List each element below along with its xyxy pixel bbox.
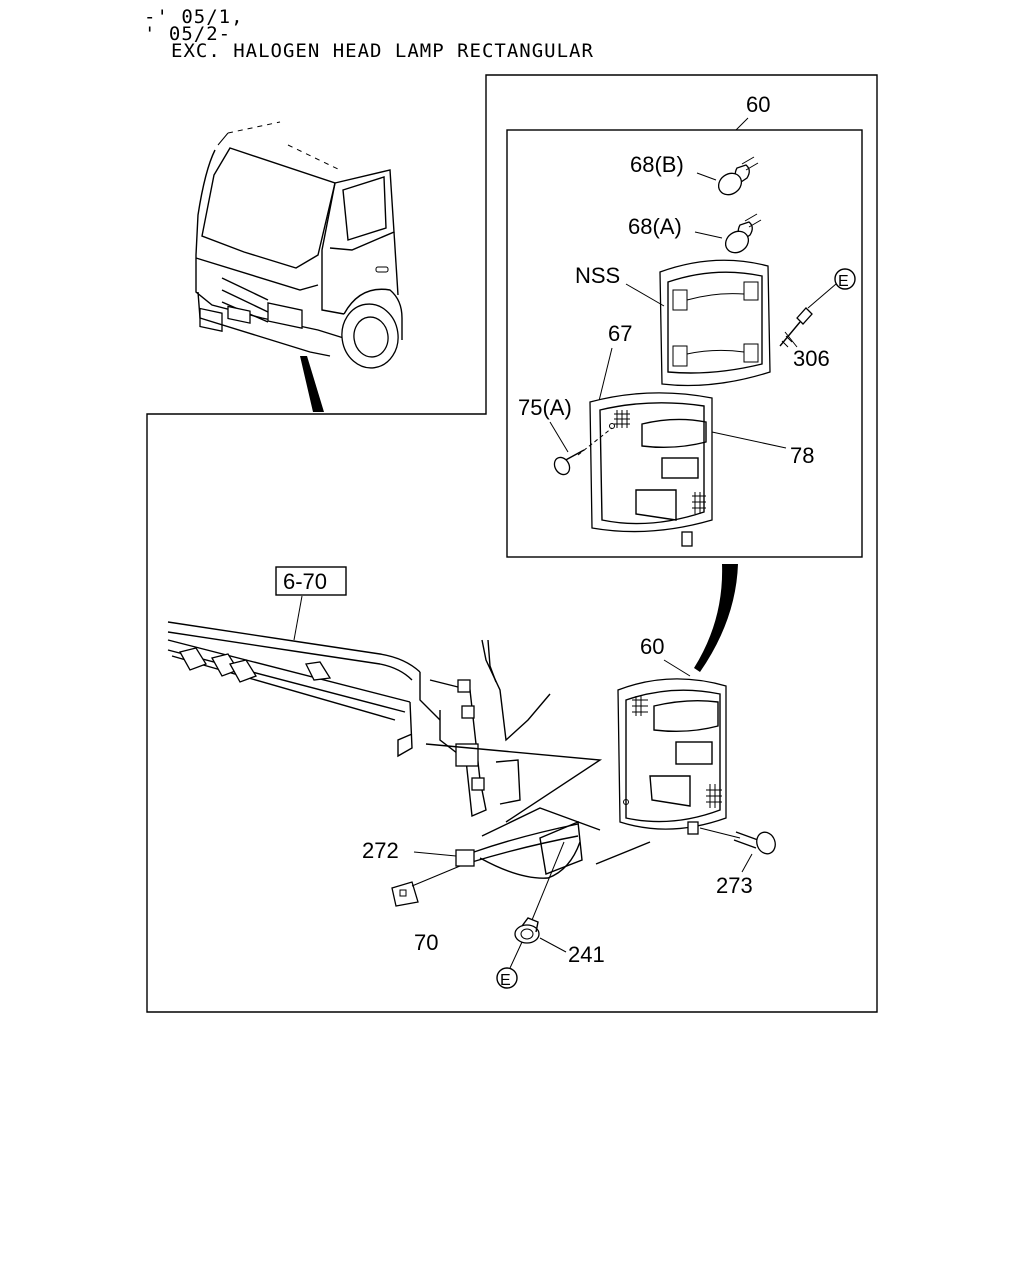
outer-frame <box>146 74 878 1013</box>
bulb-68a <box>694 213 762 254</box>
callout-e-bottom: E <box>500 972 511 989</box>
lens-78 <box>589 392 713 547</box>
truck-cab-illustration <box>195 121 403 412</box>
callout-272: 272 <box>362 838 399 863</box>
grommet-241 <box>514 841 565 944</box>
screw-75a <box>553 427 613 476</box>
callout-e-top: E <box>838 273 849 290</box>
harness-272 <box>455 820 651 879</box>
callout-67: 67 <box>608 321 632 346</box>
callout-70: 70 <box>414 930 438 955</box>
callout-273: 273 <box>716 873 753 898</box>
header-line-1: -' 05/1, <box>144 6 244 28</box>
clip-70 <box>391 865 461 907</box>
callout-6-70: 6-70 <box>283 569 327 594</box>
exploded-view-box <box>506 129 863 558</box>
callout-68b: 68(B) <box>630 152 684 177</box>
bulb-68b <box>696 156 759 196</box>
callout-241: 241 <box>568 942 605 967</box>
callout-60-bottom: 60 <box>640 634 664 659</box>
header-line-3: EXC. HALOGEN HEAD LAMP RECTANGULAR <box>171 40 594 62</box>
callout-nss: NSS <box>575 263 620 288</box>
ref-box-6-70 <box>275 566 347 596</box>
callout-75a: 75(A) <box>518 395 572 420</box>
header-line-2: ' 05/2- <box>144 23 232 45</box>
callout-78: 78 <box>790 443 814 468</box>
callout-60-top: 60 <box>746 92 770 117</box>
callout-68a: 68(A) <box>628 214 682 239</box>
lamp-assembly-60 <box>617 678 727 835</box>
bolt-273 <box>699 827 776 855</box>
frame-rail <box>167 621 603 837</box>
callout-306: 306 <box>793 346 830 371</box>
assembly-arrow <box>694 564 738 672</box>
socket-plate-nss <box>659 259 771 387</box>
screw-306 <box>779 307 813 348</box>
